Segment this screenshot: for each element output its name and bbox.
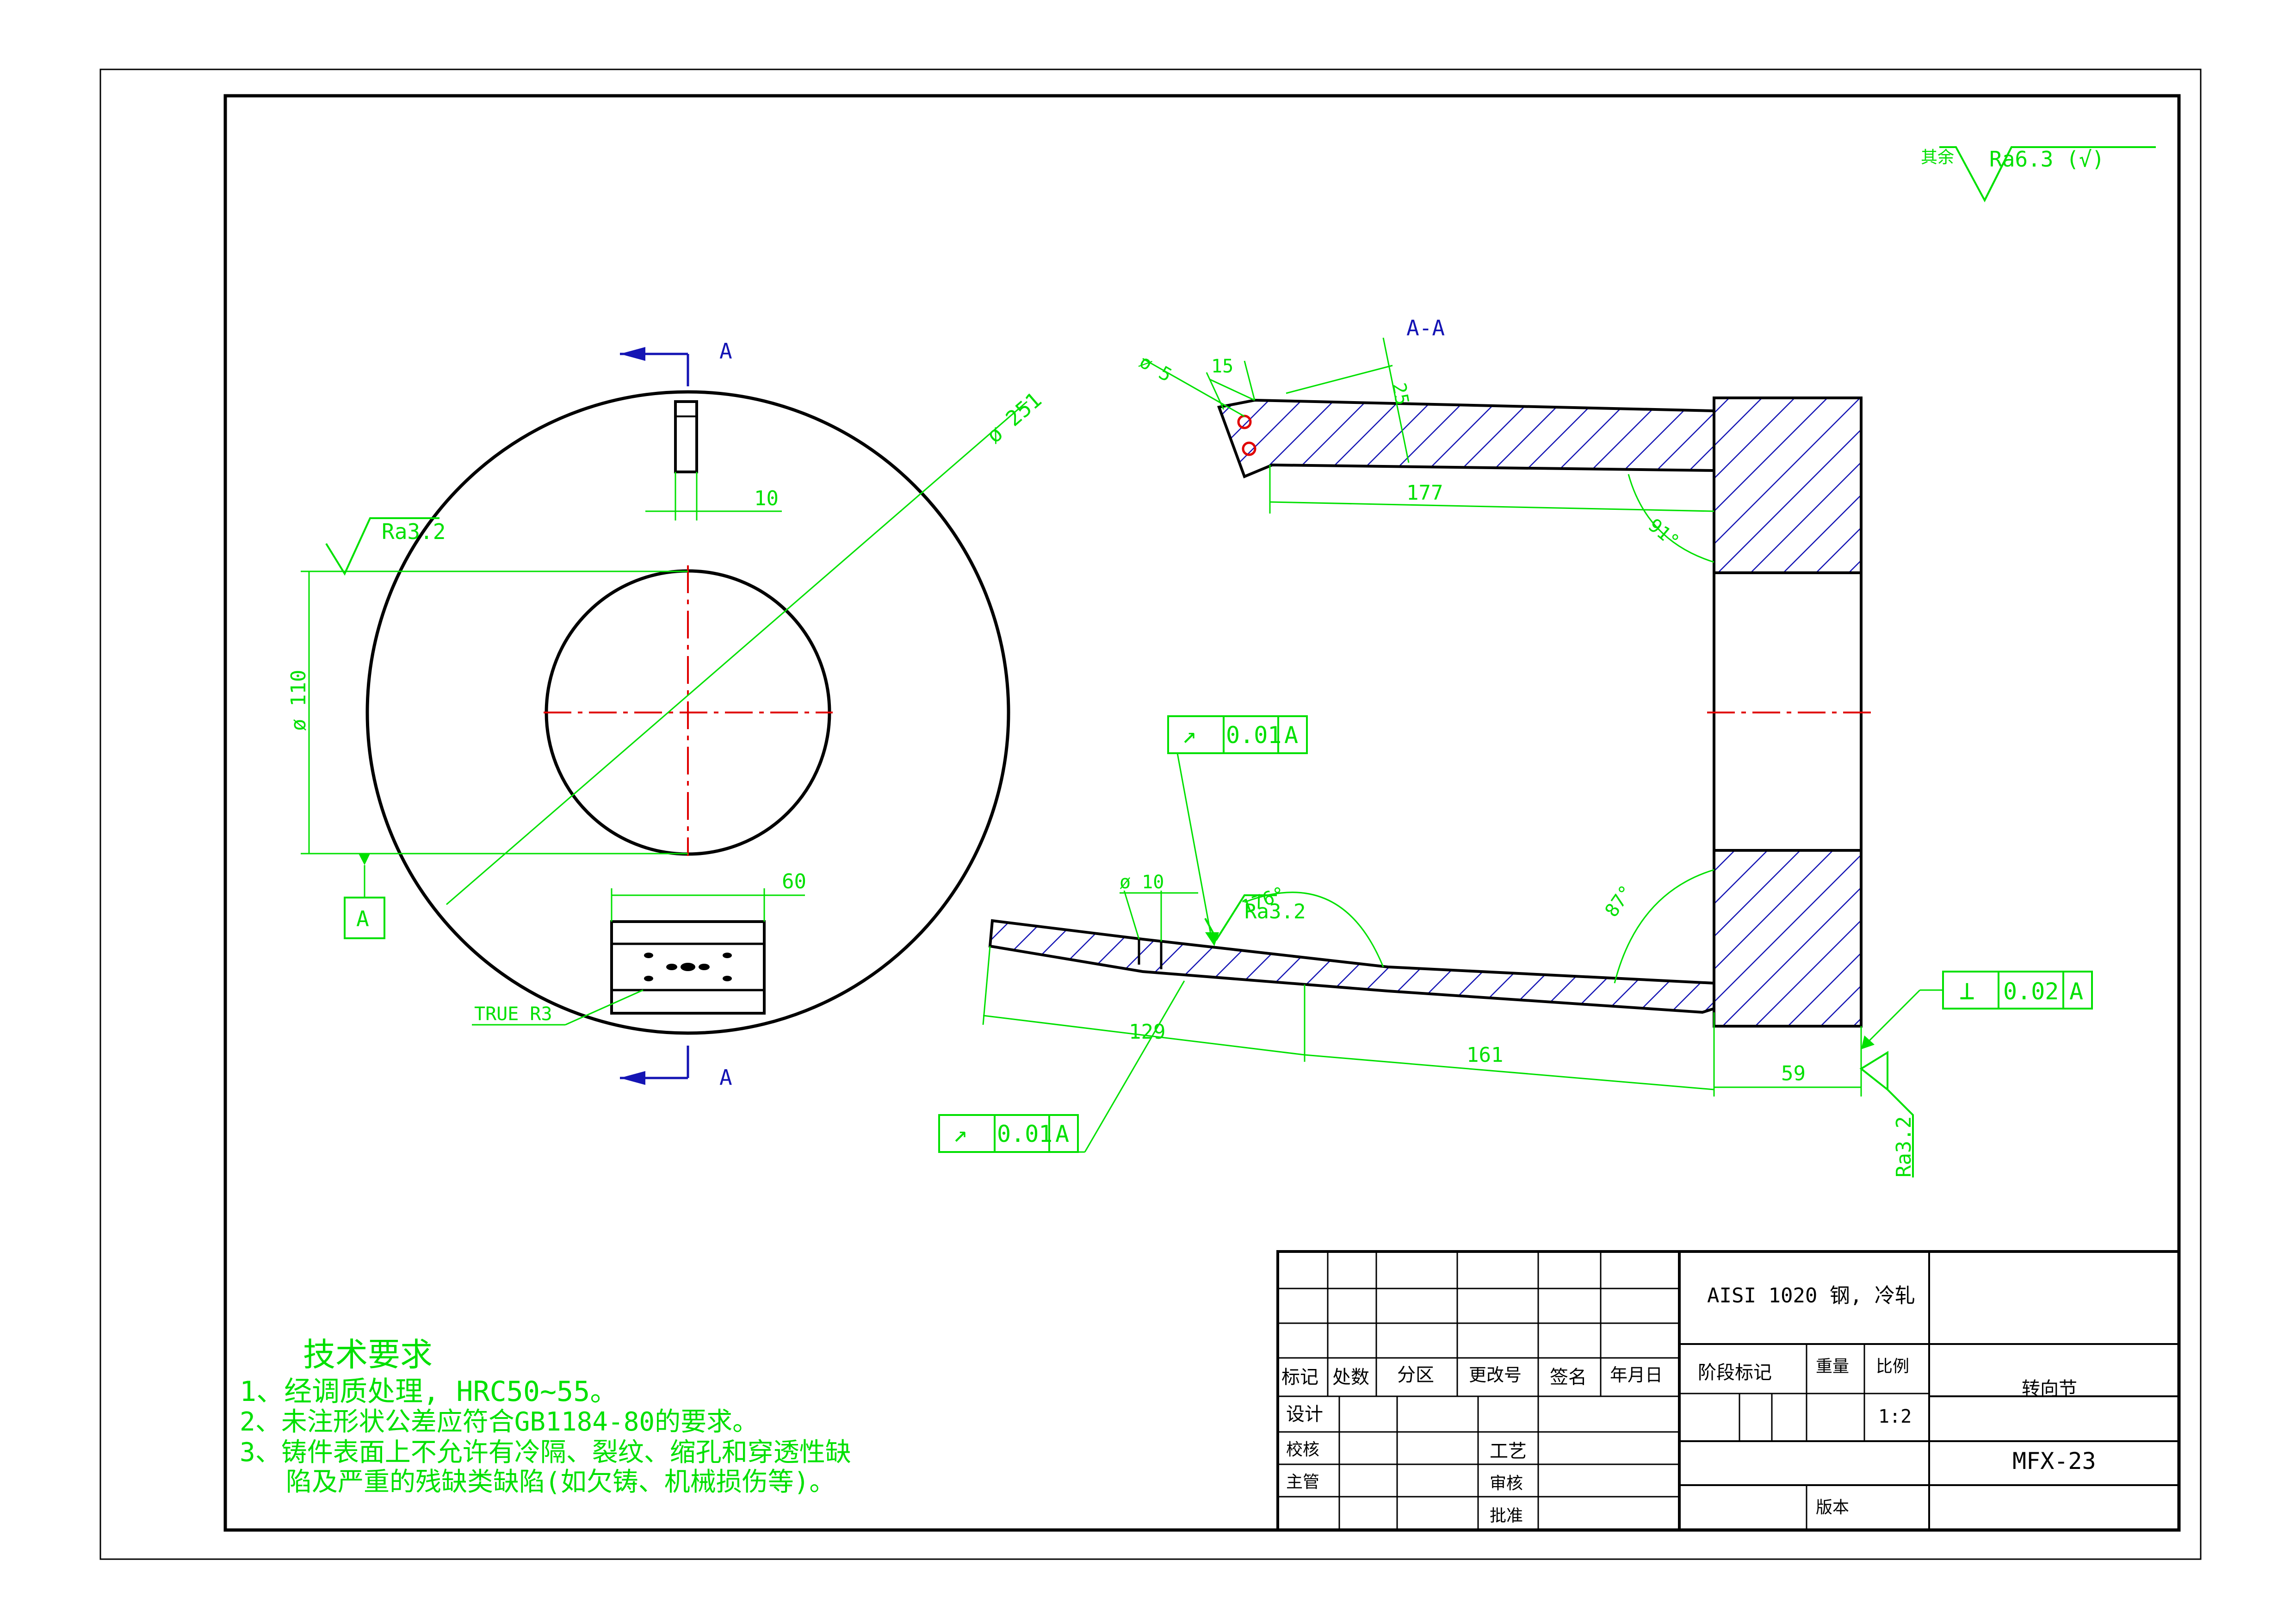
dim-177: 177	[1269, 465, 1714, 514]
datum-a: A	[344, 854, 385, 939]
true-r3-note: TRUE R3	[472, 989, 644, 1026]
title-block	[1276, 1250, 2180, 1531]
tol2-datum: A	[1055, 1121, 1069, 1147]
tb-review: 审核	[1490, 1474, 1523, 1493]
tol1-symbol: ↗	[1182, 721, 1196, 749]
general-surface-finish: 其余 Ra6.3 (√)	[1921, 146, 2156, 203]
dim-lower-hole: ø 10	[1120, 872, 1198, 942]
tb-part-name: 转向节	[2022, 1378, 2077, 1400]
bore-finish-text: Ra3.2	[382, 519, 446, 544]
face-surface-finish: Ra3.2	[1859, 1051, 1916, 1177]
dim-15-text: 15	[1211, 356, 1233, 377]
tolerance-frame-2: ↗ 0.01 A	[938, 980, 1185, 1153]
dim-hole-dia-top-text: ø 5	[1136, 351, 1176, 386]
bore-surface-finish: Ra3.2	[325, 517, 446, 576]
dim-bore-dia-text: ø 110	[287, 670, 310, 731]
dim-25-text: 25	[1388, 381, 1413, 407]
tech-req-line-3: 3、铸件表面上不允许有冷隔、裂纹、缩孔和穿透性缺	[240, 1437, 851, 1468]
tb-check: 校核	[1286, 1440, 1319, 1459]
dim-key-width: 10	[645, 472, 782, 520]
upper-arm-section	[1217, 398, 1715, 478]
tol2-symbol: ↗	[953, 1120, 967, 1148]
tb-version: 版本	[1816, 1498, 1849, 1517]
tol3-symbol: ⊥	[1959, 976, 1975, 1006]
tb-approve: 批准	[1490, 1506, 1523, 1525]
tech-req-line-2: 2、未注形状公差应符合GB1184-80的要求。	[240, 1407, 758, 1437]
true-r3-text: TRUE R3	[474, 1004, 552, 1025]
datum-a-text: A	[356, 906, 369, 931]
upper-hole-2	[1242, 441, 1256, 456]
lower-arm-section	[988, 919, 1715, 1014]
tb-weight: 重量	[1816, 1357, 1849, 1376]
tb-material: AISI 1020 钢, 冷轧	[1707, 1284, 1915, 1307]
dim-bore-dia: ø 110	[287, 570, 688, 855]
tb-count: 处数	[1332, 1367, 1369, 1388]
section-arrow-bottom: A	[620, 1046, 732, 1090]
general-finish-prefix: 其余	[1921, 148, 1954, 167]
dim-161-text: 161	[1467, 1043, 1503, 1067]
angle-91-text: 91°	[1644, 514, 1683, 552]
section-title: A-A	[1406, 316, 1445, 341]
face-finish-text: Ra3.2	[1892, 1116, 1916, 1177]
tech-requirements: 技术要求 1、经调质处理, HRC50~55。 2、未注形状公差应符合GB118…	[240, 1336, 851, 1497]
lower-finish-text: Ra3.2	[1244, 900, 1306, 923]
title-block-text: 标记 处数 分区 更改号 签名 年月日 设计 校核 主管 工艺 审核 批准 AI…	[1281, 1284, 2096, 1525]
tb-stage-mark: 阶段标记	[1698, 1362, 1772, 1383]
section-arrow-top: A	[620, 339, 732, 386]
tb-supervisor: 主管	[1286, 1473, 1319, 1492]
tb-change-no: 更改号	[1469, 1365, 1522, 1385]
section-letter-top: A	[719, 339, 732, 364]
tol3-datum: A	[2069, 978, 2083, 1005]
tolerance-frame-1: ↗ 0.01 A	[1167, 715, 1308, 946]
dim-slot-width: 60	[611, 870, 806, 922]
outer-circle	[365, 390, 1010, 1035]
tol2-value: 0.01	[997, 1121, 1052, 1147]
tech-req-line-1: 1、经调质处理, HRC50~55。	[240, 1375, 618, 1408]
dim-161: 161	[1304, 1012, 1715, 1096]
tol3-value: 0.02	[2003, 978, 2059, 1005]
tb-date: 年月日	[1610, 1365, 1663, 1385]
tech-req-line-4: 陷及严重的残缺类缺陷(如欠铸、机械损伤等)。	[286, 1467, 835, 1497]
general-finish-value: Ra6.3 (√)	[1989, 147, 2104, 172]
tb-mark: 标记	[1281, 1367, 1318, 1388]
angle-87: 87°	[1601, 869, 1714, 984]
tb-scale: 1:2	[1878, 1406, 1912, 1427]
inner-border	[223, 94, 2181, 1532]
dim-59-text: 59	[1781, 1062, 1806, 1085]
tb-drawing-no: MFX-23	[2012, 1448, 2096, 1474]
keyway-slot	[674, 400, 698, 473]
dim-177-text: 177	[1406, 481, 1443, 505]
bottom-slot-block	[610, 920, 766, 1015]
tb-zone: 分区	[1397, 1364, 1434, 1386]
dim-slot-width-text: 60	[782, 870, 806, 893]
dim-outer-dia: ø 251	[446, 387, 1046, 905]
tol1-datum: A	[1284, 722, 1298, 749]
tech-req-title: 技术要求	[303, 1336, 433, 1374]
tb-sign: 签名	[1550, 1367, 1587, 1388]
hub-upper-section	[1713, 396, 1863, 574]
tol1-value: 0.01	[1226, 722, 1281, 749]
tb-design: 设计	[1286, 1404, 1323, 1425]
angle-91: 91°	[1628, 474, 1714, 563]
dim-key-width-text: 10	[754, 487, 779, 510]
tolerance-frame-3: ⊥ 0.02 A	[1861, 971, 2093, 1049]
outer-border	[99, 68, 2202, 1560]
tb-process: 工艺	[1490, 1441, 1527, 1462]
lower-surface-finish: Ra3.2	[1204, 894, 1306, 941]
section-letter-bottom: A	[719, 1065, 732, 1090]
hub-lower-section	[1713, 849, 1863, 1028]
dim-hole-dia-bottom-text: ø 10	[1120, 872, 1164, 893]
dim-outer-dia-text: ø 251	[982, 387, 1046, 448]
dim-59: 59	[1714, 1026, 1862, 1096]
tb-ratio: 比例	[1876, 1357, 1909, 1376]
front-view: 10 60 TRUE R3	[287, 339, 1046, 1090]
angle-87-text: 87°	[1601, 881, 1638, 921]
section-view: A-A ø 5 15 25	[982, 316, 1916, 1177]
